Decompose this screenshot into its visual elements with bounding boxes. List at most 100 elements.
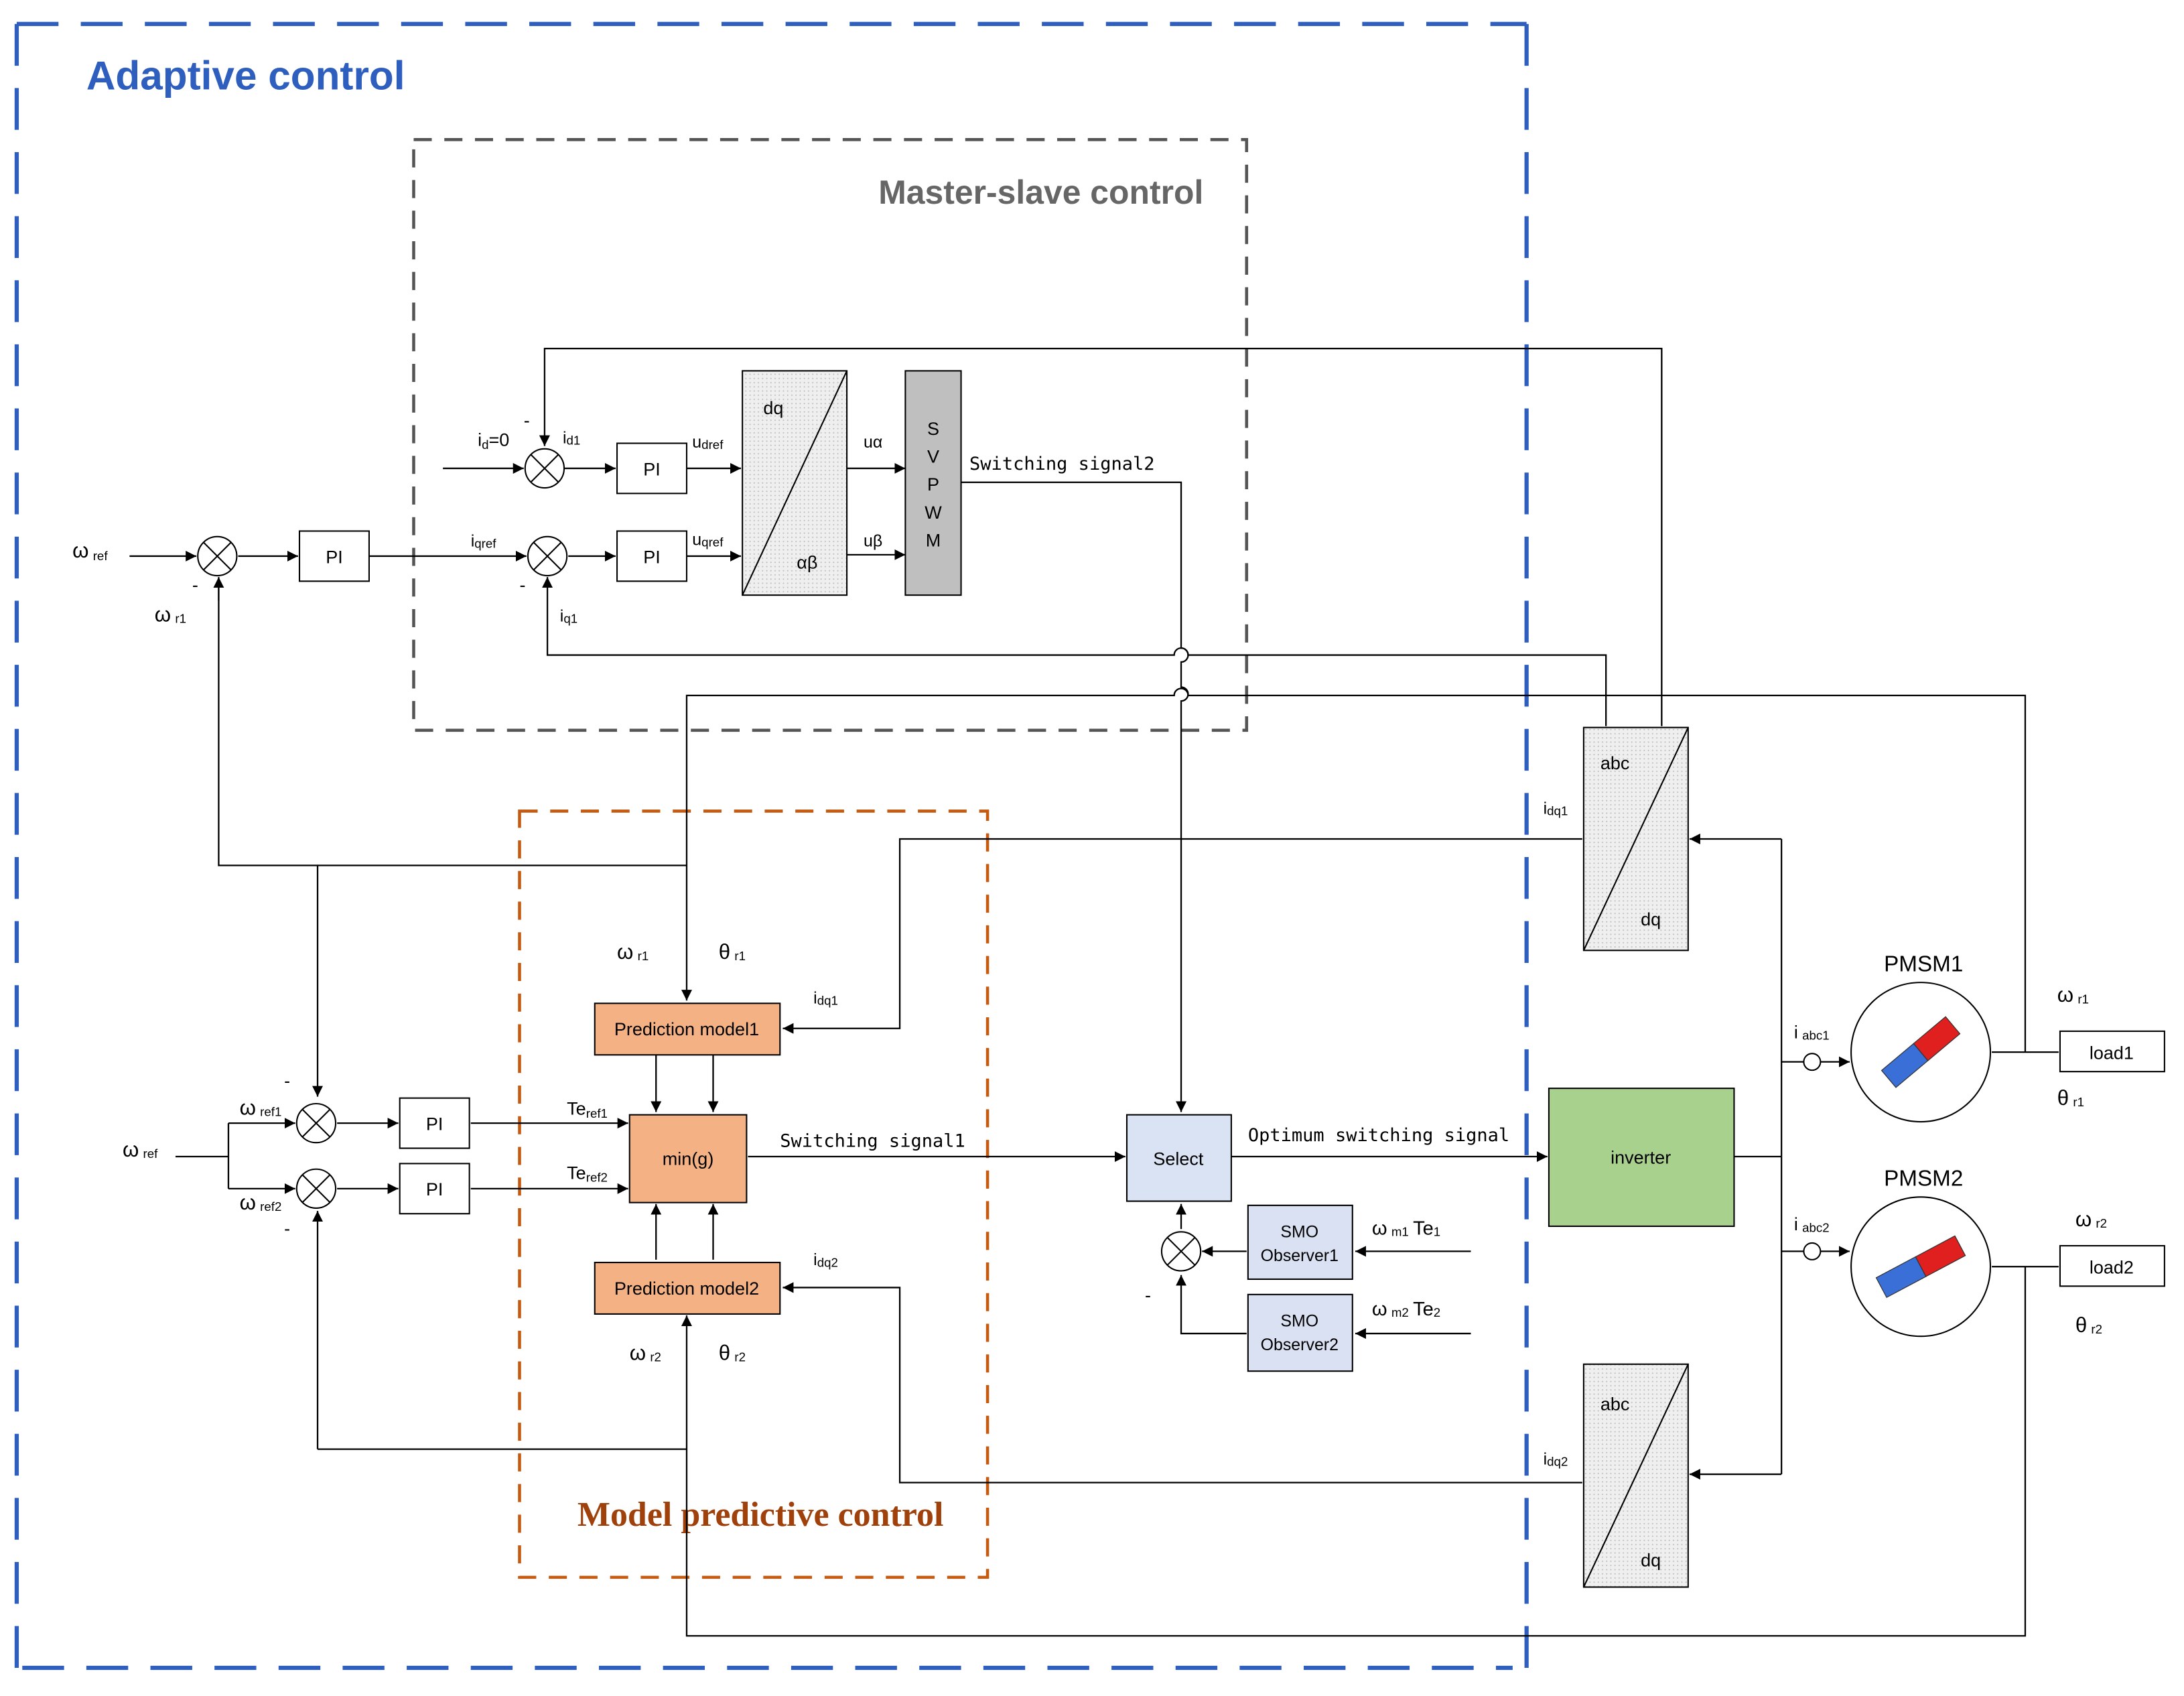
current-sensor1-icon [1803, 1053, 1822, 1071]
pi-speed-block: PI [298, 530, 370, 582]
pmsm1-motor: PMSM1 [1850, 952, 1992, 1123]
pi-speed-label: PI [326, 547, 343, 567]
smo-observer2-block: SMO Observer2 [1247, 1293, 1353, 1372]
svpwm-block: S V P W M [904, 370, 962, 596]
smo-observer1-line2: Observer1 [1261, 1246, 1339, 1265]
prediction-model1-label: Prediction model1 [614, 1019, 759, 1039]
select-block: Select [1125, 1114, 1232, 1202]
prediction-model1-block: Prediction model1 [594, 1002, 781, 1056]
sum-smo [1160, 1231, 1202, 1272]
svpwm-letter: S [927, 419, 939, 439]
smo-observer1-block: SMO Observer1 [1247, 1204, 1353, 1281]
minus-sign: - [524, 411, 530, 431]
uqref-label: uqref [692, 530, 724, 549]
minus-sign: - [1145, 1285, 1151, 1305]
dq-label: dq [763, 398, 783, 418]
magnet1-icon [1881, 1016, 1961, 1088]
master-slave-control-title: Master-slave control [878, 174, 1203, 211]
iqref-label: iqref [471, 531, 497, 550]
idq1-converter-label: idq1 [1544, 799, 1568, 818]
alphabeta-label: αβ [797, 553, 817, 573]
sum-speed-top [197, 535, 238, 577]
abc-dq2-top-label: abc [1600, 1394, 1630, 1414]
magnet2-icon [1875, 1235, 1966, 1299]
pmsm2-label: PMSM2 [1884, 1167, 1963, 1191]
minus-sign: - [192, 575, 198, 595]
dq-alphabeta-block: dq αβ [742, 370, 848, 596]
u-alpha-label: uα [864, 433, 882, 452]
u-beta-label: uβ [864, 531, 882, 550]
abc-dq1-top-label: abc [1600, 753, 1630, 773]
iq1-label: iq1 [560, 607, 577, 626]
abc-dq2-block: abc dq [1582, 1363, 1689, 1588]
svpwm-letter: W [925, 503, 942, 523]
current-sensor2-icon [1803, 1242, 1822, 1260]
summing-junctions [197, 448, 1202, 1272]
pi-1-label: PI [426, 1114, 443, 1134]
svpwm-letter: V [927, 447, 939, 467]
adaptive-control-title: Adaptive control [86, 52, 405, 98]
load1-block: load1 [2059, 1030, 2165, 1073]
id-zero-label: id=0 [478, 430, 509, 452]
svpwm-letter: M [926, 530, 941, 550]
sum-motor1-speed [295, 1102, 337, 1144]
prediction-model2-block: Prediction model2 [594, 1261, 781, 1315]
inverter-block: inverter [1548, 1088, 1735, 1228]
load2-label: load2 [2090, 1258, 2134, 1278]
sum-motor2-speed [295, 1168, 337, 1209]
sum-q-axis [527, 535, 568, 577]
wires [129, 348, 2059, 1637]
pi-q-block: PI [616, 530, 688, 582]
svpwm-letter: P [927, 474, 939, 495]
adaptive-control-region: Adaptive control [14, 21, 1529, 1679]
min-g-block: min(g) [628, 1114, 748, 1203]
smo-observer2-line2: Observer2 [1261, 1335, 1339, 1354]
pmsm2-motor: PMSM2 [1850, 1167, 1992, 1338]
abc-dq1-block: abc dq [1582, 726, 1689, 952]
master-slave-control-region: Master-slave control [412, 138, 1249, 732]
inverter-label: inverter [1611, 1147, 1671, 1167]
select-label: Select [1153, 1149, 1204, 1169]
idq2-prediction-label: idq2 [813, 1250, 838, 1269]
optimum-switching-signal-label: Optimum switching signal [1248, 1125, 1509, 1146]
id1-label: id1 [563, 429, 580, 448]
abc-dq2-bottom-label: dq [1641, 1550, 1661, 1570]
pi-2-block: PI [399, 1163, 470, 1215]
teref1-label: Teref1 [567, 1099, 608, 1120]
pi-1-block: PI [399, 1097, 470, 1149]
minus-sign: - [284, 1218, 290, 1238]
switching-signal1-label: Switching signal1 [780, 1130, 965, 1151]
pi-d-block: PI [616, 442, 688, 495]
pi-d-label: PI [643, 459, 661, 479]
prediction-model2-label: Prediction model2 [614, 1279, 759, 1299]
min-g-label: min(g) [663, 1149, 714, 1169]
smo-observer1-line1: SMO [1280, 1223, 1318, 1242]
switching-signal2-label: Switching signal2 [969, 454, 1155, 474]
pi-2-label: PI [426, 1179, 443, 1199]
minus-sign: - [519, 575, 525, 595]
idq1-prediction-label: idq1 [813, 988, 838, 1007]
pmsm1-label: PMSM1 [1884, 952, 1963, 976]
minus-sign: - [284, 1071, 290, 1091]
load2-block: load2 [2059, 1245, 2165, 1287]
udref-label: udref [692, 433, 724, 452]
idq2-converter-label: idq2 [1544, 1449, 1568, 1468]
